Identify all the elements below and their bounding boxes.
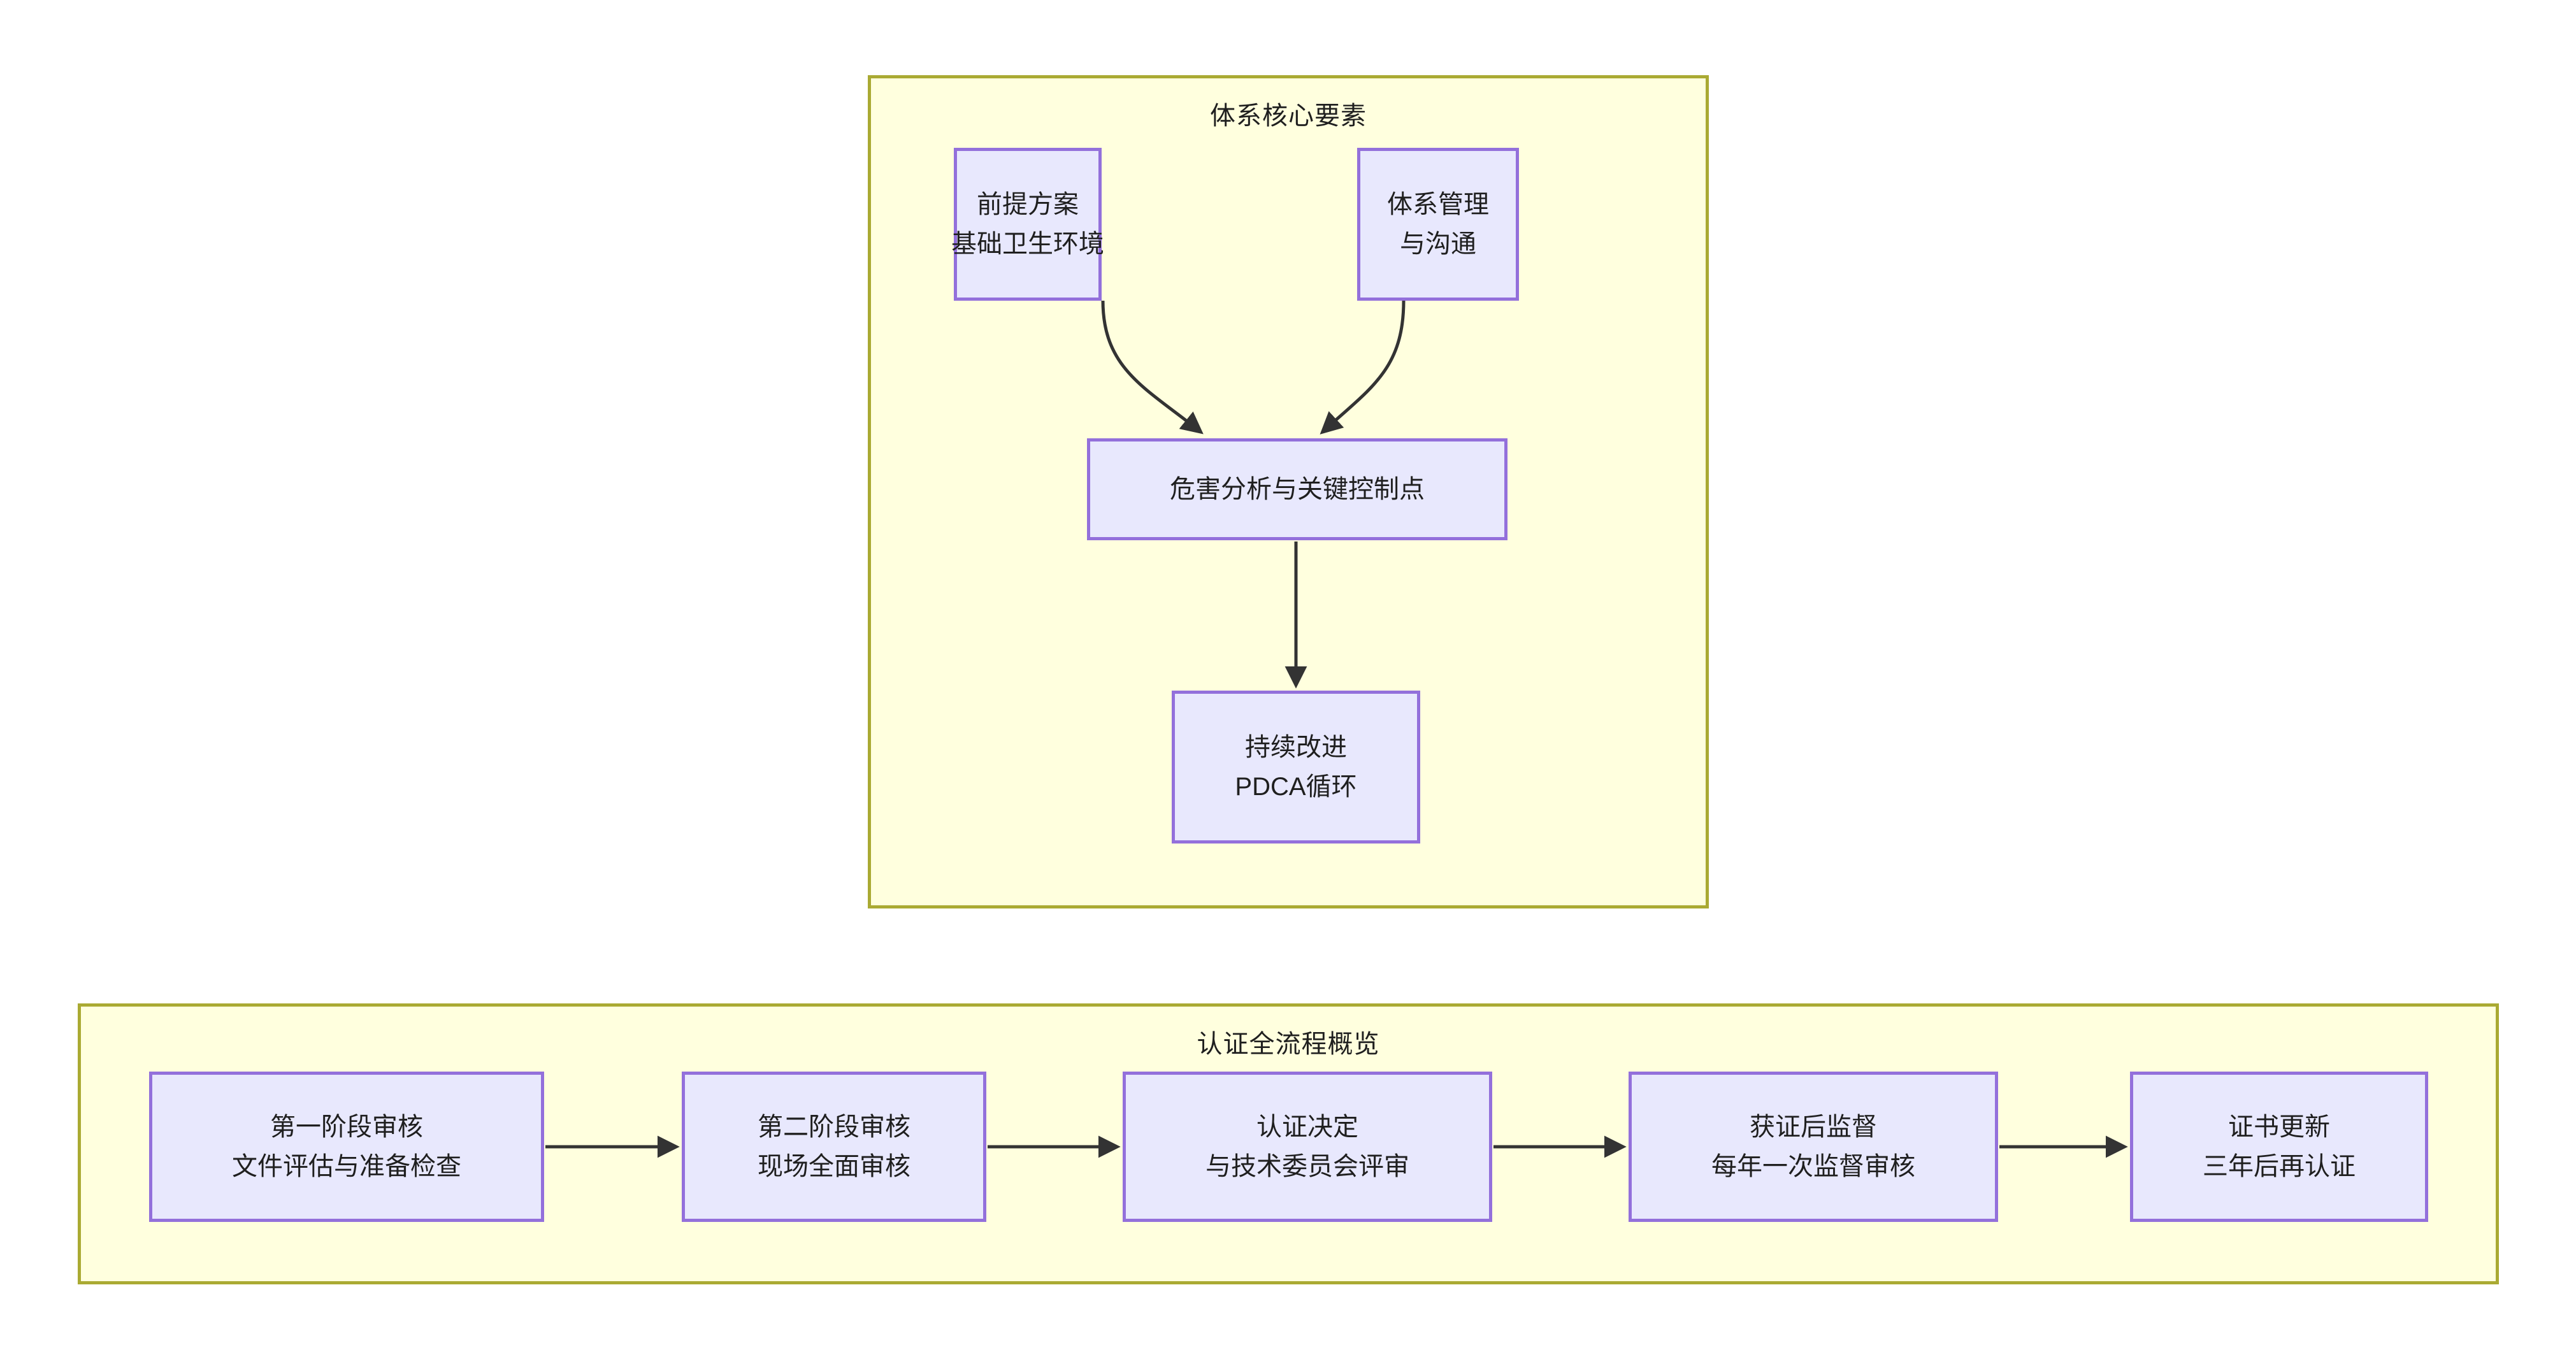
node-haccp[interactable]: 危害分析与关键控制点 [1087,438,1507,540]
node-mgmt[interactable]: 体系管理 与沟通 [1357,148,1519,301]
node-decision-line-2: 与技术委员会评审 [1205,1152,1409,1181]
node-prp-line-1: 前提方案 [977,190,1079,219]
node-prp-line-2: 基础卫生环境 [951,230,1104,258]
node-stage2-line-1: 第二阶段审核 [758,1113,910,1141]
node-renewal-line-1: 证书更新 [2228,1113,2330,1141]
node-stage1-line-2: 文件评估与准备检查 [232,1152,461,1181]
node-surveillance-line-2: 每年一次监督审核 [1711,1152,1915,1181]
node-stage1-line-1: 第一阶段审核 [270,1113,423,1141]
subgraph-certification-overview-title: 认证全流程概览 [1197,1030,1380,1058]
node-surveillance-line-1: 获证后监督 [1750,1113,1877,1141]
node-pdca-line-1: 持续改进 [1245,733,1347,761]
node-surveillance[interactable]: 获证后监督 每年一次监督审核 [1629,1072,1998,1222]
node-renewal[interactable]: 证书更新 三年后再认证 [2130,1072,2428,1222]
node-decision-line-1: 认证决定 [1256,1113,1358,1141]
node-stage1[interactable]: 第一阶段审核 文件评估与准备检查 [149,1072,544,1222]
node-prp[interactable]: 前提方案 基础卫生环境 [951,148,1104,301]
node-mgmt-line-1: 体系管理 [1387,190,1489,219]
node-pdca-line-2: PDCA循环 [1235,773,1357,801]
node-haccp-line-1: 危害分析与关键控制点 [1170,475,1425,503]
node-pdca[interactable]: 持续改进 PDCA循环 [1172,691,1420,844]
node-stage2-line-2: 现场全面审核 [758,1152,910,1181]
node-stage2[interactable]: 第二阶段审核 现场全面审核 [682,1072,986,1222]
subgraph-core-elements-title: 体系核心要素 [1210,102,1367,130]
node-mgmt-line-2: 与沟通 [1400,230,1476,258]
node-decision[interactable]: 认证决定 与技术委员会评审 [1123,1072,1492,1222]
node-renewal-line-2: 三年后再认证 [2203,1152,2356,1181]
